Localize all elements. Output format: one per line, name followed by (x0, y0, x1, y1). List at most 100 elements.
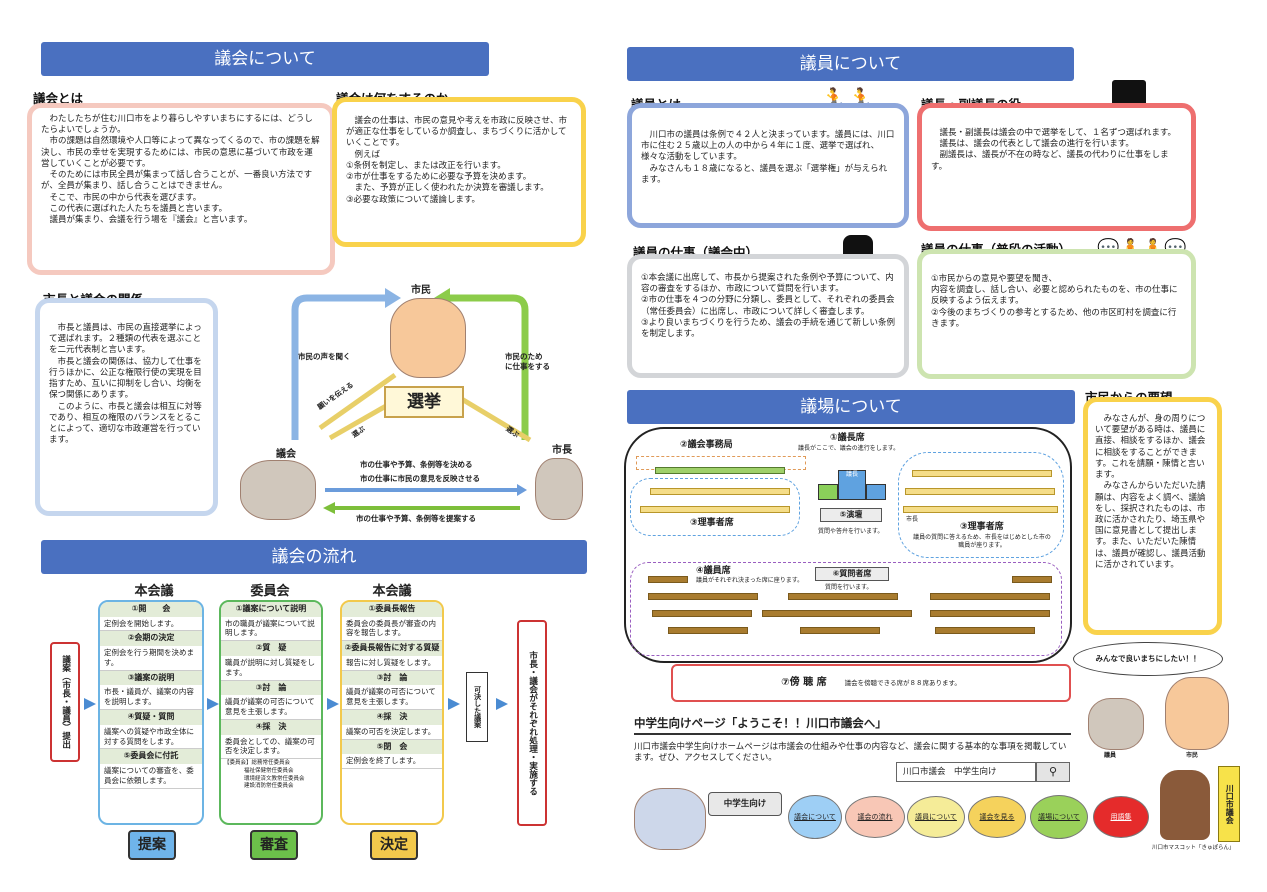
bochou-label: ⑦傍 聴 席 (781, 677, 827, 689)
step-title: ④質疑・質問 (100, 710, 202, 725)
flow-step: ③討 論議員が議案の可否について意見を主張します。 (221, 680, 321, 720)
flow-step: ⑤委員会に付託議案についての審査を、委員会に依頼します。 (100, 749, 202, 789)
para: この代表に選ばれた人たちを議員と言います。 (41, 203, 228, 214)
giin-illustration (1088, 698, 1144, 750)
search-button[interactable]: ⚲ (1036, 762, 1070, 782)
yobo-box: みなさんが、身の周りについて要望がある時は、議員に直接、相談をするほか、議会に相… (1083, 397, 1222, 635)
flow-side-mid: 可決した議案 (466, 672, 488, 742)
seat-row (935, 627, 1035, 634)
flow-badge-kettei: 決定 (370, 830, 418, 860)
flag: 川口市議会 (1218, 766, 1240, 842)
step-desc: 議案についての審査を、委員会に依頼します。 (104, 765, 194, 785)
flow-side-left-text: 議案（市長・議員）提出 (60, 655, 71, 749)
para: 議員が集まり、会議を行う場を『議会』と言います。 (41, 214, 253, 225)
shitsumon-sub: 質問を行います。 (825, 584, 873, 591)
para: 議長・副議長は議会の中で選挙をして、１名ずつ選ばれます。 (931, 128, 1176, 138)
step-title: ③討 論 (342, 670, 442, 686)
flow-step: ②会期の決定定例会を行う期間を決めます。 (100, 631, 202, 671)
seat-row (905, 488, 1055, 495)
side-desk (818, 484, 838, 500)
seat-row (655, 467, 785, 474)
nav-miru[interactable]: 議会を見る (968, 796, 1026, 838)
para: 議会の仕事は、市民の意見や考えを市政に反映させ、市が適正な仕事をしているか調査し… (346, 116, 568, 149)
giin-sub: 議員がそれぞれ決まった席に座ります。 (696, 577, 804, 584)
mascot-caption: 川口市マスコット「きゅぽらん」 (1152, 845, 1235, 851)
shicho-box: 市長と議員は、市民の直接選挙によって選ばれます。２種類の代表を選ぶことを二元代表… (35, 298, 218, 516)
step-desc: 市の職員が議案について説明します。 (225, 618, 315, 638)
shitsumon-box: ⑥質問者席 (815, 567, 889, 581)
flag-text: 川口市議会 (1225, 784, 1235, 824)
seat-row (912, 470, 1052, 477)
kids-button[interactable]: 中学生向け (708, 792, 782, 816)
para: みなさんからいただいた請願は、内容をよく調べ、議論をし、採択されたものは、市政に… (1095, 481, 1206, 570)
para: 例えば (346, 149, 381, 160)
flow-col3: ①委員長報告委員会の委員長が審査の内容を報告します。 ②委員長報告に対する質疑報… (340, 600, 444, 825)
citizens-illustration (390, 298, 466, 378)
nav-yogo[interactable]: 用語集 (1093, 796, 1149, 838)
giin-label: ④議員席 (696, 566, 731, 576)
para: ③必要な政策について議論します。 (346, 194, 481, 205)
nav-giin[interactable]: 議員について (907, 796, 965, 838)
flow-step: ④採 決委員会としての、議案の可否を決定します。 (221, 719, 321, 760)
seat-row (903, 506, 1058, 513)
flow-step: ④質疑・質問議案への質疑や市政全体に対する質問をします。 (100, 710, 202, 750)
bochou-box: ⑦傍 聴 席 議会を傍聴できる席が８８席あります。 (671, 664, 1071, 702)
committee-note: 【委員会】総務常任委員会 福祉保健常任委員会 環境経済文教常任委員会 建設消防常… (221, 759, 321, 792)
para: 川口市の議員は条例で４２人と決まっています。議員には、川口市に住む２５歳以上の人… (641, 130, 895, 163)
shimin-illustration (1165, 677, 1229, 750)
giin-area (630, 562, 1062, 656)
riji1-label: ③理事者席 (690, 518, 734, 528)
shigoto2-box: ①市民からの意見や要望を聞き、 内容を調査し、話し合い、必要と認められたものを、… (917, 249, 1196, 379)
flow-side-mid-text: 可決した議案 (473, 686, 482, 728)
search-bar[interactable]: 川口市議会 中学生向け (896, 762, 1036, 782)
para: みなさんも１８歳になると、議員を選ぶ「選挙権」が与えられます。 (641, 163, 888, 185)
step-desc: 議案の可否を決定します。 (346, 726, 436, 736)
riji1-area (630, 478, 800, 536)
speech-bubble: みんなで良いまちにしたい！！ (1073, 642, 1223, 676)
para: わたしたちが住む川口市をより暮らしやすいまちにするには、どうしたらよいでしょうか… (41, 114, 313, 136)
jimu-label: ②議会事務局 (680, 440, 733, 450)
para: そこで、市民の中から代表を選びます。 (41, 192, 202, 203)
gikai-towa-title: 議会とは (33, 91, 84, 106)
nav-gikai[interactable]: 議会について (788, 795, 842, 839)
shicho-label: 市長 (552, 445, 572, 456)
giin-label-small: 議員 (1104, 752, 1117, 759)
nav-nagare[interactable]: 議会の流れ (845, 796, 905, 838)
seat-row (668, 627, 748, 634)
students-illustration (634, 788, 706, 850)
flow-arrow (448, 698, 460, 710)
step-desc: 委員会としての、議案の可否を決定します。 (225, 736, 315, 756)
flow-arrow (207, 698, 219, 710)
flow-step: ⑤閉 会定例会を終了します。 (342, 739, 442, 769)
shigoto1-box: ①本会議に出席して、市長から提案された条例や予算について、内容の審査をするほか、… (627, 254, 909, 378)
gikai-illustration (240, 460, 316, 520)
para: ②今後のまちづくりの参考とするため、他の市区町村を調査に行きます。 (931, 307, 1177, 329)
flow-col1-head: 本会議 (134, 584, 174, 599)
step-desc: 市長・議員が、議案の内容を説明します。 (104, 687, 194, 707)
junior-text: 川口市議会中学生向けホームページは市議会の仕組みや仕事の内容など、議会に関する基… (634, 742, 1067, 764)
flow-step: ①議案について説明市の職員が議案について説明します。 (221, 602, 321, 642)
shimin-label: 市民 (411, 285, 431, 296)
para: ②市が仕事をするために必要な予算を決めます。 (346, 172, 532, 183)
step-title: ②質 疑 (221, 641, 321, 656)
step-desc: 定例会を開始します。 (104, 618, 179, 628)
step-title: ③議案の説明 (100, 670, 202, 686)
nav-gijo[interactable]: 議場について (1030, 795, 1088, 839)
seat-row (648, 576, 688, 583)
gicho-desk: 議長 (838, 470, 866, 500)
seat-row (1012, 576, 1052, 583)
flow-step: ②質 疑職員が説明に対し質疑をします。 (221, 641, 321, 681)
flow-arrow (327, 698, 339, 710)
endan-sub: 質問や答弁を行います。 (818, 528, 884, 535)
flow-step: ④採 決議案の可否を決定します。 (342, 710, 442, 740)
step-title: ②会期の決定 (100, 631, 202, 646)
para: ①本会議に出席して、市長から提案された条例や予算について、内容の審査をするほか、… (641, 273, 894, 295)
note-line: 【委員会】総務常任委員会 (224, 760, 291, 767)
step-title: ④採 決 (221, 719, 321, 735)
para: ①市民からの意見や要望を聞き、 (931, 274, 1058, 284)
gijo-banner: 議場について (627, 390, 1075, 424)
para: また、予算が正しく使われたか決算を審議します。 (346, 183, 549, 194)
seat-row (930, 593, 1050, 600)
para: 内容を調査し、話し合い、必要と認められたものを、市の仕事に反映するよう伝えます。 (931, 285, 1178, 307)
a3-label: 市の仕事や予算、条例等を提案する (356, 514, 476, 523)
